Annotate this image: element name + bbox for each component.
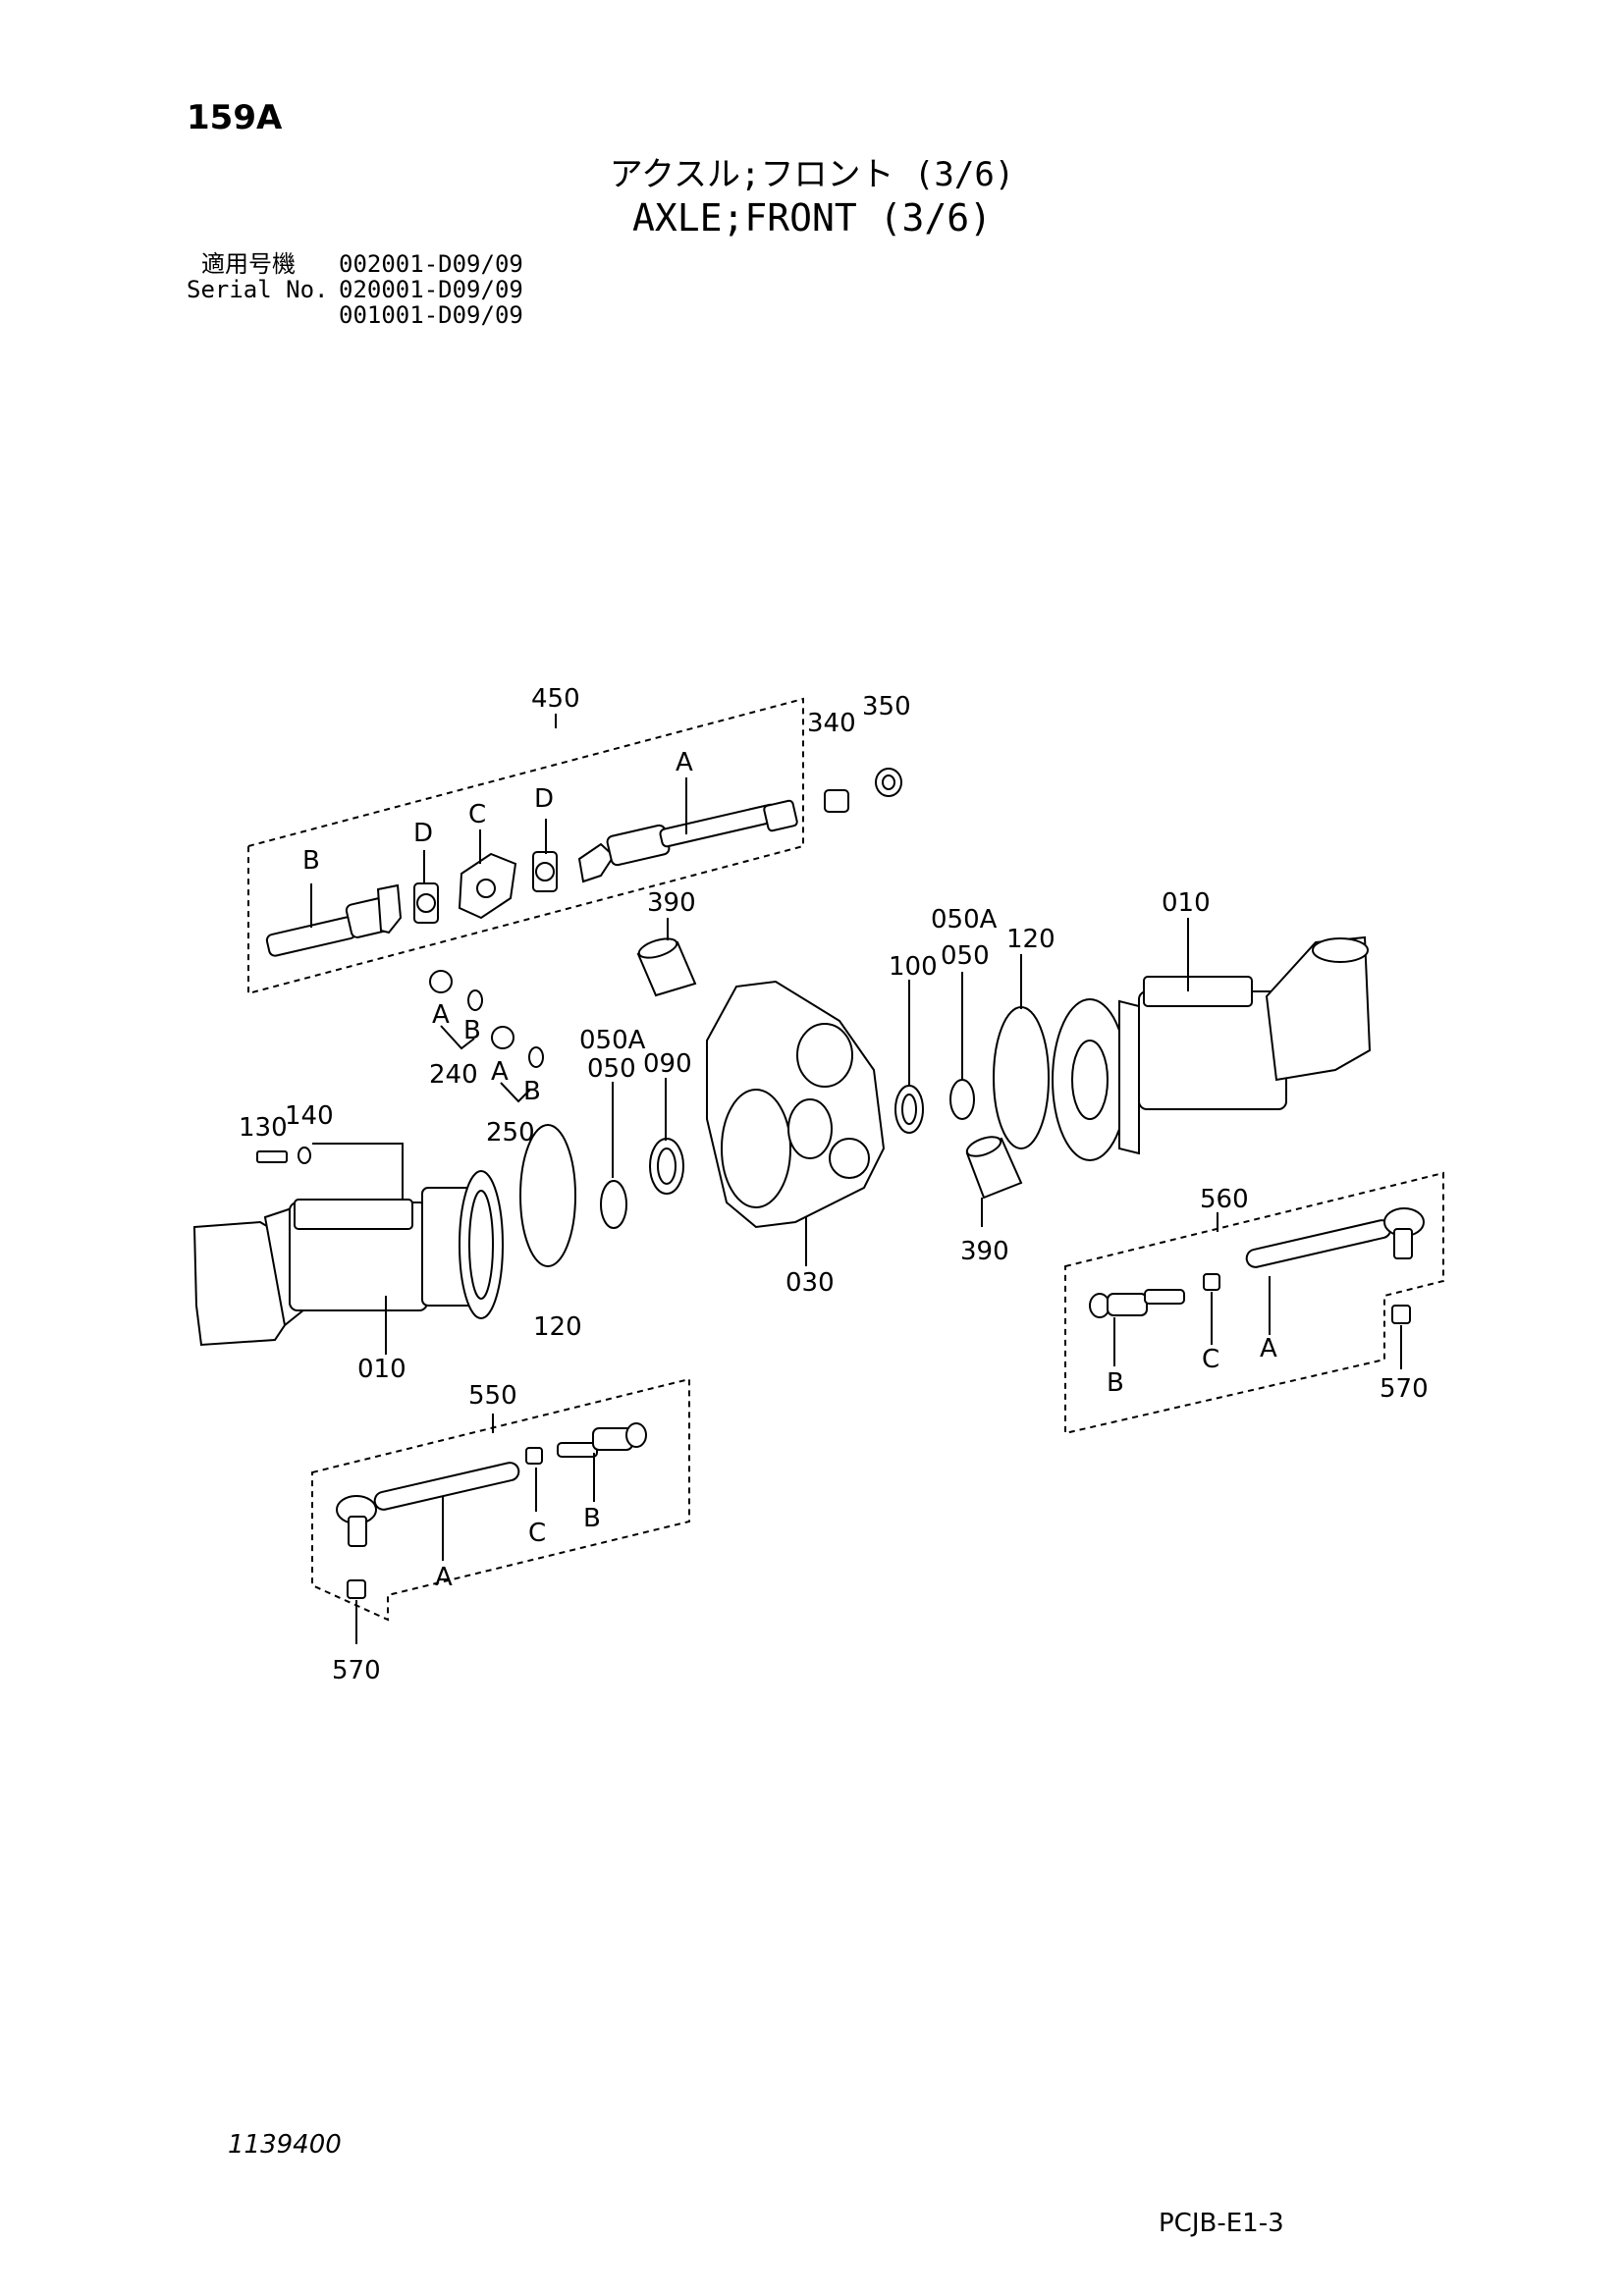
part-250-b [528, 1046, 544, 1068]
callout-550: 550 [468, 1381, 517, 1411]
callout-spider-d-left: D [413, 819, 433, 848]
document-number: 1139400 [228, 2130, 342, 2160]
serial-range-2: 020001-D09/09 [339, 276, 523, 303]
callout-050-right: 050 [941, 941, 990, 971]
spider-d-right [532, 851, 558, 892]
bushing-390-lower [965, 1136, 1023, 1200]
ring-100 [894, 1085, 924, 1134]
axle-housing-010-left [192, 1170, 504, 1347]
part-240-b [467, 989, 483, 1011]
callout-130: 130 [239, 1113, 288, 1143]
part-350 [875, 768, 902, 797]
callout-570-left: 570 [332, 1656, 381, 1685]
group-450-boundary [247, 697, 804, 995]
callout-120-left: 120 [533, 1312, 582, 1342]
page-id: 159A [187, 98, 283, 137]
oring-120-left [519, 1124, 576, 1267]
callout-550-c: C [528, 1519, 546, 1548]
callout-coupling-c: C [468, 800, 486, 829]
callout-350: 350 [862, 692, 911, 721]
callout-250-b: B [523, 1077, 541, 1106]
callout-140: 140 [285, 1101, 334, 1131]
serial-range-3: 001001-D09/09 [339, 301, 523, 329]
shaft-a [577, 799, 798, 883]
bearing-090 [649, 1138, 684, 1195]
callout-090: 090 [643, 1049, 692, 1079]
callout-250-a: A [491, 1057, 509, 1087]
part-250-a [491, 1026, 514, 1049]
ring-050-left [600, 1180, 627, 1229]
callout-390-upper: 390 [647, 888, 696, 918]
callout-120-right: 120 [1006, 925, 1056, 954]
callout-560-b: B [1107, 1368, 1124, 1398]
callout-240: 240 [429, 1060, 478, 1090]
nut-c-left [525, 1447, 543, 1465]
shaft-b [265, 883, 403, 957]
callout-010-right: 010 [1162, 888, 1211, 918]
ring-050-right [949, 1079, 975, 1120]
part-340 [824, 789, 849, 813]
group-560-boundary [1064, 1171, 1444, 1435]
bushing-390-upper [636, 937, 697, 997]
callout-050A-right: 050A [931, 905, 998, 934]
serial-label-jp: 適用号機 [201, 250, 296, 278]
nut-570-right [1391, 1305, 1411, 1324]
nut-c-right [1203, 1273, 1220, 1291]
callout-560-a: A [1260, 1334, 1277, 1363]
callout-050-left: 050 [587, 1054, 636, 1084]
serial-label-en: Serial No. [187, 276, 329, 303]
callout-spider-d-right: D [534, 784, 554, 814]
oring-120-right [993, 1006, 1050, 1149]
callout-550-b: B [583, 1504, 601, 1533]
callout-030: 030 [785, 1268, 835, 1298]
callout-560: 560 [1200, 1185, 1249, 1214]
bolt-130 [256, 1150, 288, 1163]
callout-390-lower: 390 [960, 1237, 1009, 1266]
title-japanese: アクスル;フロント (3/6) [609, 155, 1015, 194]
callout-550-a: A [435, 1563, 453, 1592]
callout-240-b: B [463, 1016, 481, 1045]
nut-570-left [347, 1579, 366, 1599]
page-code: PCJB-E1-3 [1159, 2209, 1284, 2238]
callout-340: 340 [807, 709, 856, 738]
serial-range-1: 002001-D09/09 [339, 250, 523, 278]
callout-050A-left: 050A [579, 1026, 646, 1055]
callout-100: 100 [889, 952, 938, 982]
tie-rod-a-right [1245, 1207, 1425, 1268]
callout-450: 450 [531, 684, 580, 714]
callout-250: 250 [486, 1118, 535, 1148]
callout-240-a: A [432, 1000, 450, 1030]
washer-140 [298, 1147, 311, 1164]
callout-010-left: 010 [357, 1355, 406, 1384]
callout-570-right: 570 [1380, 1374, 1429, 1404]
callout-shaft-b: B [302, 846, 320, 876]
axle-housing-010-right [1052, 935, 1372, 1161]
callout-shaft-a: A [676, 748, 693, 777]
center-housing-030 [706, 980, 886, 1229]
tie-rod-a-left [336, 1462, 520, 1547]
part-240-a [429, 970, 453, 993]
title-english: AXLE;FRONT (3/6) [631, 196, 993, 240]
coupling-c [458, 852, 517, 920]
callout-560-c: C [1202, 1345, 1219, 1374]
spider-d-left [413, 882, 439, 924]
tie-rod-end-b-right [1089, 1289, 1185, 1318]
tie-rod-end-b-left [557, 1422, 647, 1458]
